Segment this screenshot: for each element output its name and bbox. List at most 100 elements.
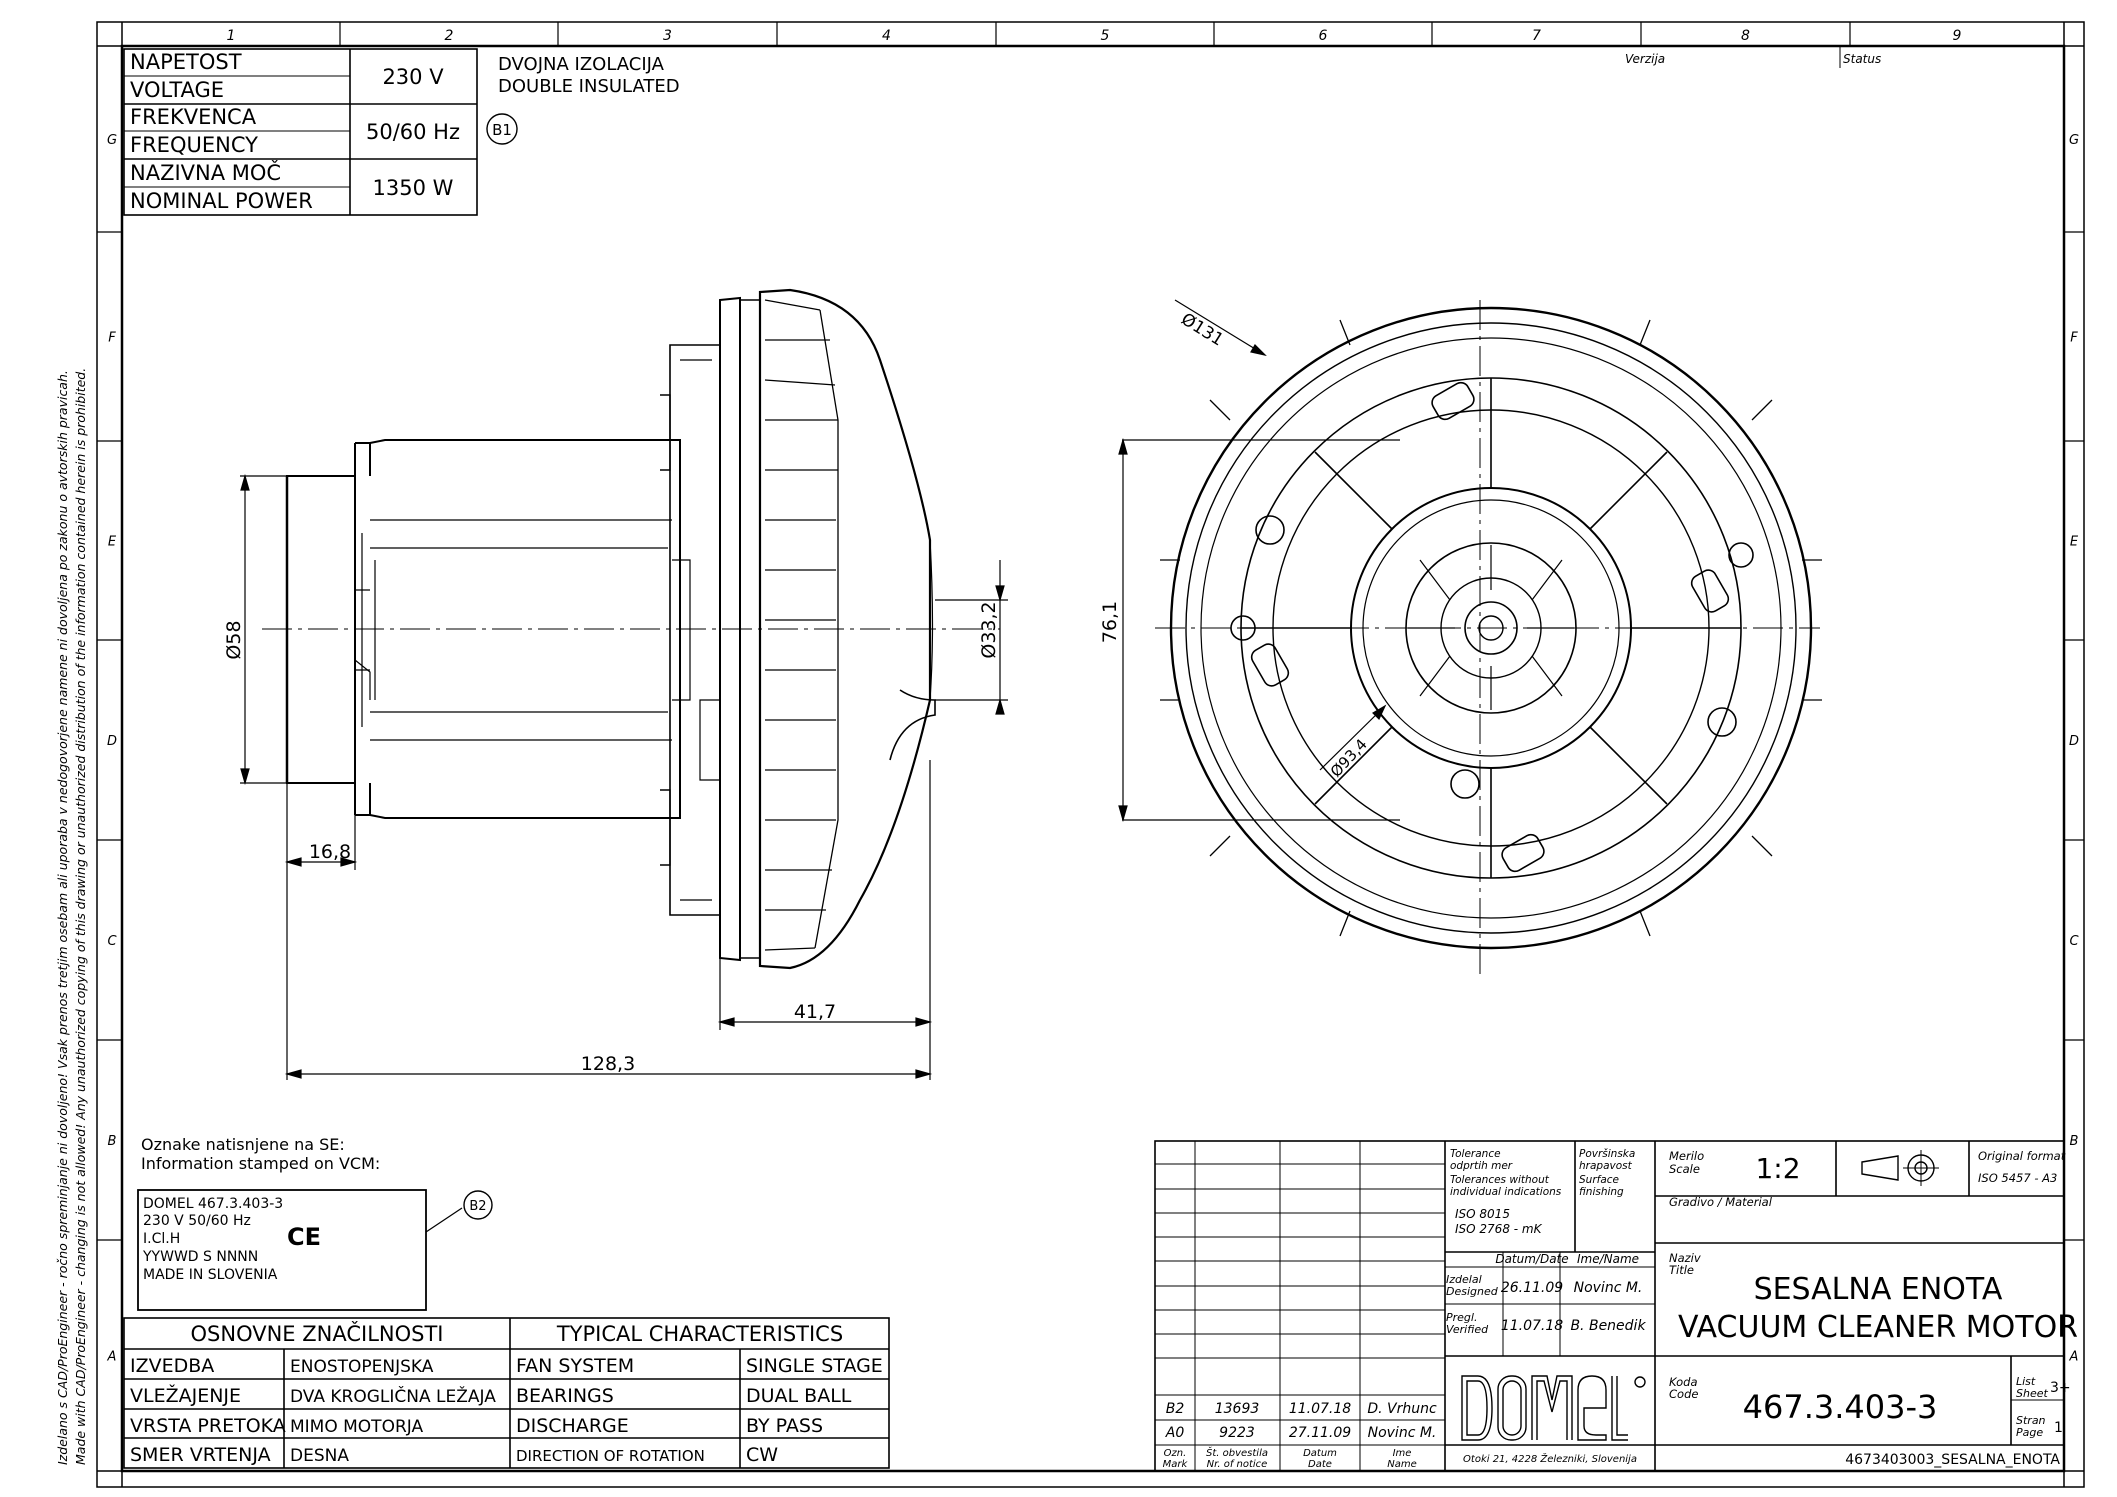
motor-side-view [262, 288, 1000, 970]
char-en-value: DUAL BALL [746, 1385, 852, 1407]
char-sl-label: SMER VRTENJA [130, 1444, 271, 1466]
characteristics-table [123, 1317, 890, 1469]
scale-value: 1:2 [1755, 1152, 1800, 1185]
dim-76-1: 76,1 [1099, 601, 1121, 643]
voltage-label-sl: NAPETOST [130, 50, 242, 74]
rev-header-name: Ime [1393, 1448, 1412, 1459]
bubble-b2 [463, 1190, 493, 1220]
title-label-2: Title [1669, 1263, 1694, 1277]
char-en-label: DISCHARGE [516, 1415, 629, 1437]
rev-header-mark: Ozn. [1164, 1448, 1187, 1459]
designed-name: Novinc M. [1574, 1280, 1643, 1296]
tolerance-std-1: ISO 8015 [1455, 1207, 1510, 1221]
bubble-b2-label: B2 [469, 1199, 486, 1214]
char-en-label: DIRECTION OF ROTATION [516, 1447, 705, 1465]
tolerance-label-3: Tolerances without [1450, 1174, 1550, 1186]
row-letter-right: D [2069, 734, 2079, 749]
column-number: 7 [1532, 28, 1541, 44]
rev-a0-date: 27.11.09 [1289, 1425, 1351, 1441]
rev-b2-mark: B2 [1166, 1401, 1185, 1417]
rev-a0-mark: A0 [1165, 1425, 1185, 1441]
title-block [1154, 1140, 2065, 1472]
row-letter-right: G [2069, 133, 2079, 148]
char-en-value: CW [746, 1444, 778, 1466]
designed-date: 26.11.09 [1501, 1280, 1563, 1296]
char-header-sl: OSNOVNE ZNAČILNOSTI [191, 1321, 444, 1346]
surface-label-1: Površinska [1579, 1148, 1635, 1160]
tolerance-label-4: individual indications [1450, 1186, 1562, 1198]
stamp-line-3: I.Cl.H [143, 1231, 180, 1247]
row-letter-right: B [2070, 1134, 2079, 1149]
char-sl-value: DVA KROGLIČNA LEŽAJA [290, 1385, 496, 1407]
char-sl-value: MIMO MOTORJA [290, 1417, 423, 1437]
char-en-label: BEARINGS [516, 1385, 614, 1407]
column-number: 2 [445, 28, 454, 44]
tolerance-label-2: odprtih mer [1450, 1160, 1513, 1172]
stamp-line-5: MADE IN SLOVENIA [143, 1267, 278, 1283]
row-ticks [97, 231, 2084, 1241]
row-letter-left: E [108, 535, 117, 550]
dim-16-8: 16,8 [309, 841, 351, 863]
page-label-2: Page [2016, 1426, 2043, 1439]
insulation-en: DOUBLE INSULATED [498, 76, 680, 97]
designed-label-2: Designed [1446, 1285, 1499, 1298]
title-en: VACUUM CLEANER MOTOR [1678, 1310, 2078, 1345]
rev-header-notice-en: Nr. of notice [1207, 1459, 1268, 1470]
bubble-b1 [486, 113, 518, 145]
frequency-label-sl: FREKVENCA [130, 105, 257, 129]
scale-label-2: Scale [1669, 1162, 1700, 1176]
side-note-english: Made with CAD/ProEngineer - changing is … [73, 368, 88, 1465]
power-label-en: NOMINAL POWER [130, 189, 313, 213]
ratings-table: NAPETOST VOLTAGE 230 V FREKVENCA FREQUEN… [123, 48, 478, 216]
column-ticks [339, 22, 1851, 46]
row-letter-left: D [107, 734, 117, 749]
designed-label-1: Izdelal [1446, 1273, 1482, 1286]
rev-header-date: Datum [1303, 1448, 1337, 1459]
stamp-heading-sl: Oznake natisnjene na SE: [141, 1135, 345, 1154]
code-label-2: Code [1669, 1387, 1698, 1401]
column-number: 3 [663, 28, 672, 44]
row-letter-left: A [107, 1350, 117, 1365]
page-label-1: Stran [2016, 1414, 2046, 1427]
surface-label-2: hrapavost [1579, 1160, 1633, 1172]
scale-label-1: Merilo [1669, 1149, 1704, 1163]
company-logo-text: DOMEL [1545, 1397, 1549, 1399]
rev-a0-notice: 9223 [1219, 1425, 1255, 1441]
stamp-line-1: DOMEL 467.3.403-3 [143, 1196, 283, 1212]
status-label: Status [1843, 52, 1881, 66]
verified-label-1: Pregl. [1446, 1311, 1477, 1324]
dim-d58: Ø58 [223, 620, 245, 659]
voltage-label-en: VOLTAGE [130, 78, 224, 102]
insulation-sl: DVOJNA IZOLACIJA [498, 54, 665, 75]
char-en-value: SINGLE STAGE [746, 1355, 883, 1377]
dim-d131: Ø131 [1177, 309, 1226, 350]
column-number: 5 [1101, 28, 1110, 44]
char-en-value: BY PASS [746, 1415, 823, 1437]
version-label: Verzija [1625, 52, 1665, 66]
row-letter-right: E [2070, 535, 2079, 550]
rev-b2-date: 11.07.18 [1289, 1401, 1351, 1417]
frequency-value: 50/60 Hz [366, 120, 460, 144]
power-value: 1350 W [373, 176, 454, 200]
char-header-en: TYPICAL CHARACTERISTICS [556, 1322, 843, 1346]
stamp-line-2: 230 V 50/60 Hz [143, 1213, 251, 1229]
rev-a0-name: Novinc M. [1368, 1425, 1437, 1441]
title-label-1: Naziv [1669, 1251, 1701, 1265]
stamp-line-4: YYWWD S NNNN [142, 1249, 258, 1265]
tolerance-std-2: ISO 2768 - mK [1455, 1222, 1543, 1236]
char-sl-label: VLEŽAJENJE [130, 1384, 241, 1407]
column-number: 8 [1741, 28, 1750, 44]
tolerance-label-1: Tolerance [1450, 1148, 1501, 1160]
column-number: 4 [882, 28, 891, 44]
char-sl-label: VRSTA PRETOKA [130, 1415, 286, 1437]
dim-41-7: 41,7 [794, 1001, 836, 1023]
page-value: 1 [2054, 1420, 2063, 1436]
rev-header-name-en: Name [1387, 1459, 1417, 1470]
side-note-slovenian: Izdelano s CAD/ProEngineer - ročno sprem… [55, 370, 70, 1465]
verified-name: B. Benedik [1570, 1318, 1646, 1334]
dim-128-3: 128,3 [581, 1053, 635, 1075]
verified-label-2: Verified [1446, 1323, 1489, 1336]
